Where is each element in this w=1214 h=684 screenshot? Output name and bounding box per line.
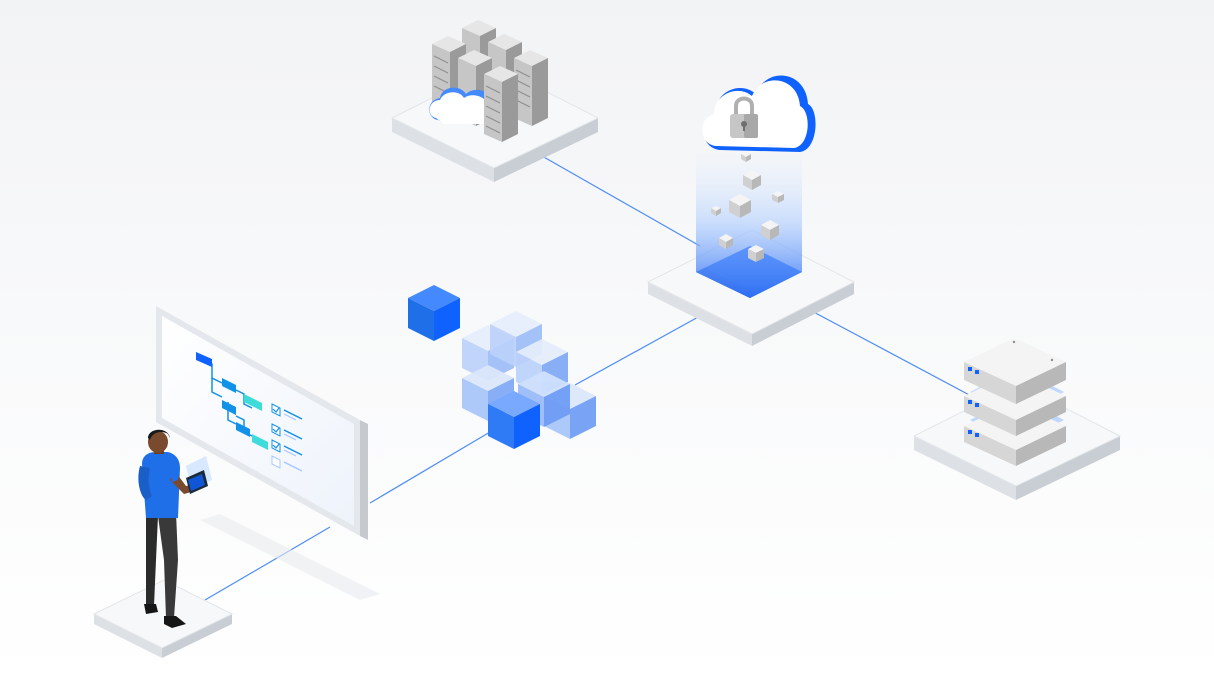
platform-side-left [392,118,494,182]
operator-node [92,429,234,658]
server-unit [964,338,1066,404]
cloud-lock-icon [702,75,816,152]
platform-side-left [648,282,752,346]
floating-data-cubes [711,152,784,262]
edge-cloud-to-cubes [574,315,701,386]
server-stack-node [912,338,1122,500]
workflow-chart-icon [196,352,303,472]
platform-side-right [494,118,598,182]
edge-cubes-to-display [369,431,491,504]
edge-display-to-operator [204,526,331,601]
on-prem-datacenter-node [390,20,600,182]
edge-cloud-to-serverstack [805,307,976,399]
platform-side-left [914,436,1016,500]
server-tower [484,66,518,142]
secure-cloud-storage-node [646,75,856,346]
server-stack-icon [964,338,1066,466]
cloud-icon [429,87,501,124]
platform-side-right [162,614,232,658]
cube [488,391,540,449]
cube-cluster-icon [408,285,596,449]
workflow-screen [162,316,354,526]
server-tower [514,50,548,126]
cube [408,285,460,341]
server-rack-cloud-icon [429,20,548,142]
connection-lines [204,155,976,601]
platform-side-right [752,282,854,346]
platform-side-left [94,614,162,658]
platform-side-right [1016,436,1120,500]
edge-datacenter-to-cloud [541,155,701,247]
lock-icon [730,96,758,138]
platform-top [92,579,234,649]
person-tablet-icon [138,429,212,628]
data-beam [696,130,802,298]
display-frame-side [360,420,368,540]
checklist [271,403,303,472]
workflow-display-node [156,306,380,600]
